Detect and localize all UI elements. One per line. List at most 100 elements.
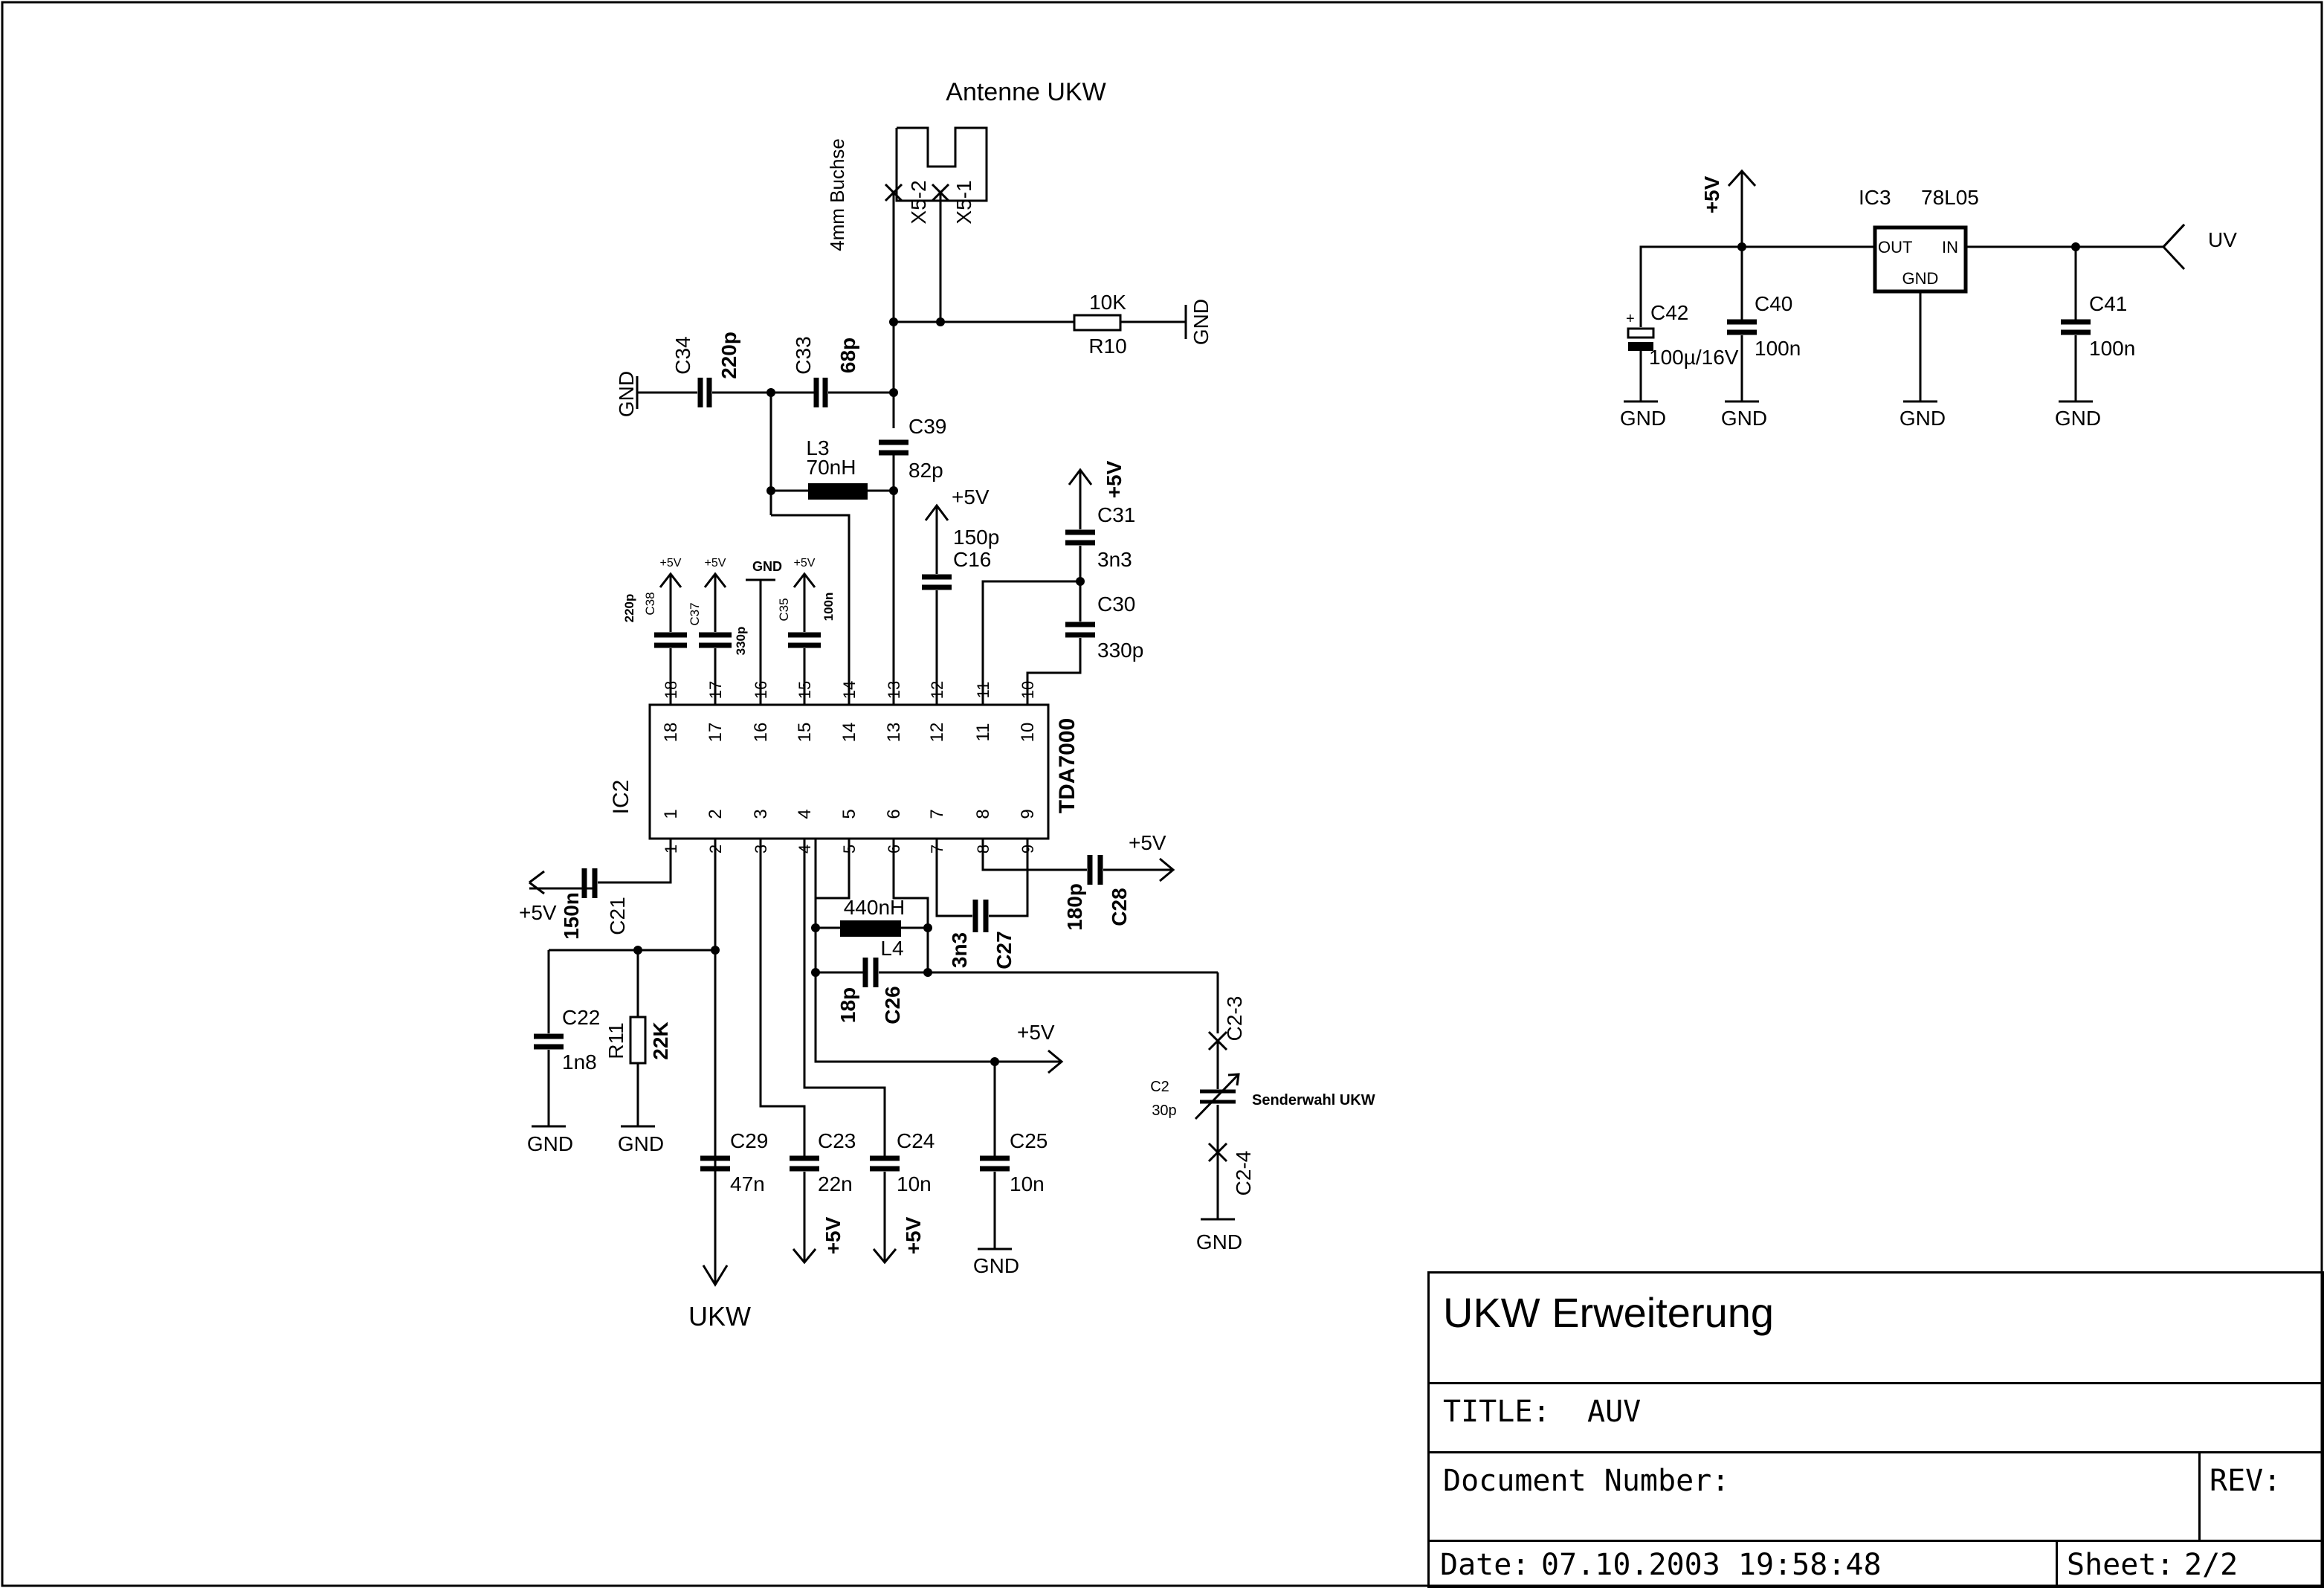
- c23pin-label: C2-3: [1223, 996, 1246, 1042]
- c37-vcc: +5V: [705, 557, 726, 569]
- ic2-pin-14-inner: 14: [839, 723, 859, 743]
- antenna-connector: Antenne UKW 4mm Buchse X5-2 X5-1: [826, 78, 1106, 251]
- c25-value: 10n: [1010, 1172, 1045, 1195]
- c25-gnd: GND: [973, 1254, 1019, 1277]
- c24-value: 10n: [897, 1172, 932, 1195]
- c38-label: C38: [643, 592, 657, 615]
- c23-label: C23: [818, 1129, 856, 1152]
- r10-value: 10K: [1089, 291, 1126, 314]
- ic3-out: OUT: [1878, 238, 1912, 256]
- c33-value: 68p: [836, 338, 859, 373]
- pin16-gnd: GND: [752, 559, 782, 574]
- c21-value: 150n: [560, 892, 583, 940]
- c38-value: 220p: [622, 594, 636, 623]
- ic2-pin-5-inner: 5: [839, 809, 859, 819]
- ic2-pin-4-inner: 4: [795, 809, 815, 819]
- c30-value: 330p: [1097, 639, 1143, 662]
- ic2-pin-9-inner: 9: [1018, 809, 1038, 819]
- c41-value: 100n: [2089, 337, 2135, 360]
- c22-label: C22: [562, 1006, 600, 1029]
- ic2-pin-3-inner: 3: [751, 809, 771, 819]
- c30-label: C30: [1097, 593, 1135, 616]
- c37-label: C37: [688, 602, 702, 625]
- ic2-pin-17-inner: 17: [706, 723, 726, 743]
- c31-value: 3n3: [1097, 548, 1132, 571]
- c23-vcc: +5V: [822, 1216, 845, 1254]
- ic2-pin-10-outer: 10: [1019, 681, 1037, 699]
- ic2-pin-15-outer: 15: [795, 681, 814, 699]
- ic2-type: TDA7000: [1055, 718, 1079, 813]
- title-block-sheet: Sheet: 2/2: [2056, 1540, 2324, 1588]
- c31-label: C31: [1097, 503, 1135, 526]
- ic2-pin-13-outer: 13: [885, 681, 903, 699]
- l4-inductor: [840, 920, 901, 937]
- c35-vcc: +5V: [794, 557, 816, 569]
- ic2-pin-12-outer: 12: [928, 681, 946, 699]
- r10-gnd: GND: [1190, 299, 1213, 345]
- c21-vcc: +5V: [519, 901, 557, 924]
- l3-label: L3: [806, 436, 829, 459]
- c35-label: C35: [777, 598, 791, 621]
- pin18-15-caps: +5V C38 220p +5V C37 330p GND +5V C35 10…: [622, 557, 836, 699]
- c41-gnd: GND: [2055, 407, 2101, 430]
- sheet-value: 2/2: [2184, 1548, 2239, 1582]
- c37-value: 330p: [734, 627, 748, 656]
- c34-value: 220p: [717, 332, 740, 379]
- senderwahl-label: Senderwahl UKW: [1252, 1092, 1375, 1108]
- ic2-pin-15-inner: 15: [795, 723, 815, 743]
- ic3-label: IC3: [1859, 186, 1891, 209]
- ic2-pin-14-outer: 14: [840, 681, 859, 699]
- c29-value: 47n: [730, 1172, 765, 1195]
- c23-value: 22n: [818, 1172, 853, 1195]
- c27-label: C27: [992, 931, 1016, 969]
- ic2-pin-18-inner: 18: [661, 723, 681, 743]
- c39-value: 82p: [908, 459, 943, 482]
- power-supply: +5V IC3 78L05 OUT IN GND UV + C42 100µ/1…: [1620, 169, 2237, 430]
- c34-label: C34: [671, 336, 694, 374]
- r11-gnd: GND: [618, 1132, 664, 1155]
- pin12-11-10-network: +5V 150p C16 +5V C31 3n3 C30 330p: [922, 460, 1143, 699]
- x52-label: X5-2: [907, 180, 930, 224]
- ic2-pin-13-inner: 13: [884, 723, 904, 743]
- ic2-pin-12-inner: 12: [927, 723, 947, 743]
- ic2-bottom-wiring: +5V 150n C21 C22 1n8 GND R11 22K GND C29…: [519, 831, 1375, 1332]
- c35-value: 100n: [822, 593, 836, 622]
- date-value: 07.10.2003 19:58:48: [1541, 1548, 1882, 1582]
- c2-gnd: GND: [1196, 1230, 1242, 1253]
- c24pin-label: C2-4: [1232, 1151, 1255, 1196]
- c26-label: C26: [881, 986, 904, 1024]
- c42-gnd: GND: [1620, 407, 1666, 430]
- ic3-in: IN: [1942, 238, 1958, 256]
- antenna-title: Antenne UKW: [946, 78, 1105, 106]
- c34-gnd: GND: [615, 371, 638, 417]
- c2-label: C2: [1150, 1079, 1169, 1095]
- l4-label: L4: [880, 937, 903, 960]
- ic2-pin-16-inner: 16: [751, 723, 771, 743]
- c42-label: C42: [1650, 301, 1688, 324]
- ic2-pin-18-outer: 18: [662, 681, 680, 699]
- c16-label: C16: [953, 548, 991, 571]
- ps-vcc: +5V: [1700, 175, 1723, 213]
- date-label: Date:: [1440, 1548, 1530, 1582]
- ic3-gnd: GND: [1899, 407, 1946, 430]
- ic2-pin-16-outer: 16: [752, 681, 770, 699]
- r11-resistor: [629, 1016, 647, 1065]
- l3-value: 70nH: [807, 456, 856, 479]
- title-block-date: Date: 07.10.2003 19:58:48: [1427, 1540, 2058, 1588]
- c33-label: C33: [792, 336, 815, 374]
- c21-label: C21: [606, 897, 629, 935]
- c31-vcc: +5V: [1103, 460, 1126, 498]
- sheet-label: Sheet:: [2067, 1548, 2175, 1582]
- r10-label: R10: [1088, 335, 1126, 358]
- uv-label: UV: [2208, 228, 2237, 251]
- c41-label: C41: [2089, 292, 2127, 315]
- r10-network: 10K R10 GND: [889, 193, 1213, 428]
- project-title: UKW Erweiterung: [1443, 1289, 1775, 1336]
- l4-value: 440nH: [844, 896, 906, 919]
- c22-gnd: GND: [527, 1132, 573, 1155]
- c25-vcc: +5V: [1017, 1021, 1055, 1044]
- ic3-gnd-pin: GND: [1902, 269, 1939, 288]
